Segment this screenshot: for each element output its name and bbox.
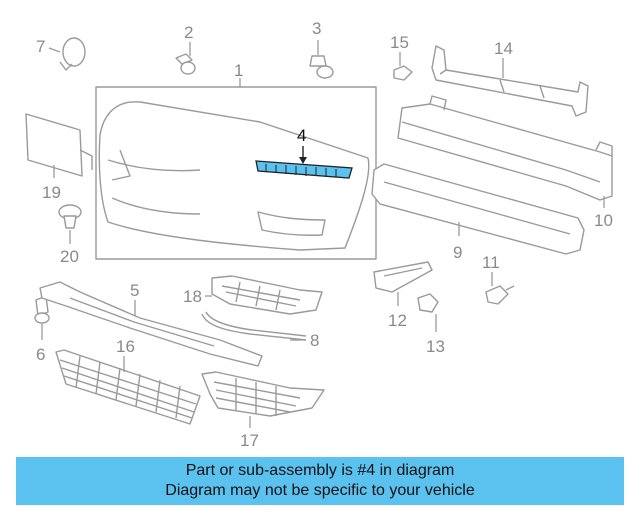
parts-diagram: 1 2 3 4 5 6 7 8 9 10 11 12 13 14 15 16 1…	[25, 19, 613, 450]
part-9-absorber[interactable]	[371, 163, 585, 255]
banner-line-2: Diagram may not be specific to your vehi…	[165, 482, 475, 499]
part-12-bracket[interactable]	[373, 261, 433, 306]
part-15-bolt[interactable]	[393, 52, 413, 81]
part-11-bolt[interactable]	[485, 272, 515, 305]
part-13-bolt[interactable]	[417, 293, 439, 332]
callout-14: 14	[494, 39, 513, 58]
part-8-molding[interactable]	[201, 311, 307, 341]
part-16-lower-grille[interactable]	[55, 349, 201, 425]
callout-16: 16	[116, 337, 135, 356]
part-20-clip[interactable]	[58, 204, 82, 244]
part-10-reinforcement[interactable]	[397, 95, 613, 208]
callout-10: 10	[594, 211, 613, 230]
callout-12: 12	[388, 311, 407, 330]
callout-3: 3	[312, 19, 321, 38]
callout-20: 20	[60, 247, 79, 266]
callout-11: 11	[482, 253, 500, 272]
callout-5: 5	[130, 281, 139, 300]
callout-19: 19	[42, 183, 61, 202]
info-banner: Part or sub-assembly is #4 in diagram Di…	[16, 457, 624, 505]
callout-1: 1	[234, 61, 243, 80]
callout-13: 13	[426, 337, 445, 356]
part-2-screw[interactable]	[175, 42, 196, 75]
part-17-fog-grille[interactable]	[201, 371, 325, 428]
callout-17: 17	[240, 431, 259, 450]
part-4-bracket[interactable]	[255, 146, 353, 179]
part-1-bumper-cover[interactable]	[95, 78, 377, 260]
part-5-lower-spoiler[interactable]	[39, 281, 263, 367]
callout-4: 4	[297, 126, 306, 145]
callout-18: 18	[183, 287, 202, 306]
part-3-clip[interactable]	[309, 40, 334, 79]
callout-9: 9	[453, 243, 462, 262]
part-14-upper-bracket[interactable]	[431, 45, 589, 117]
callout-15: 15	[390, 33, 409, 52]
callout-2: 2	[184, 23, 193, 42]
callout-6: 6	[36, 345, 45, 364]
part-18-upper-grille[interactable]	[205, 275, 323, 315]
banner-line-1: Part or sub-assembly is #4 in diagram	[185, 462, 455, 479]
callout-8: 8	[310, 331, 319, 350]
part-6-clip[interactable]	[34, 295, 50, 340]
callout-7: 7	[36, 37, 45, 56]
part-7-grommet[interactable]	[48, 37, 86, 71]
part-19-plate-bracket[interactable]	[25, 113, 93, 178]
